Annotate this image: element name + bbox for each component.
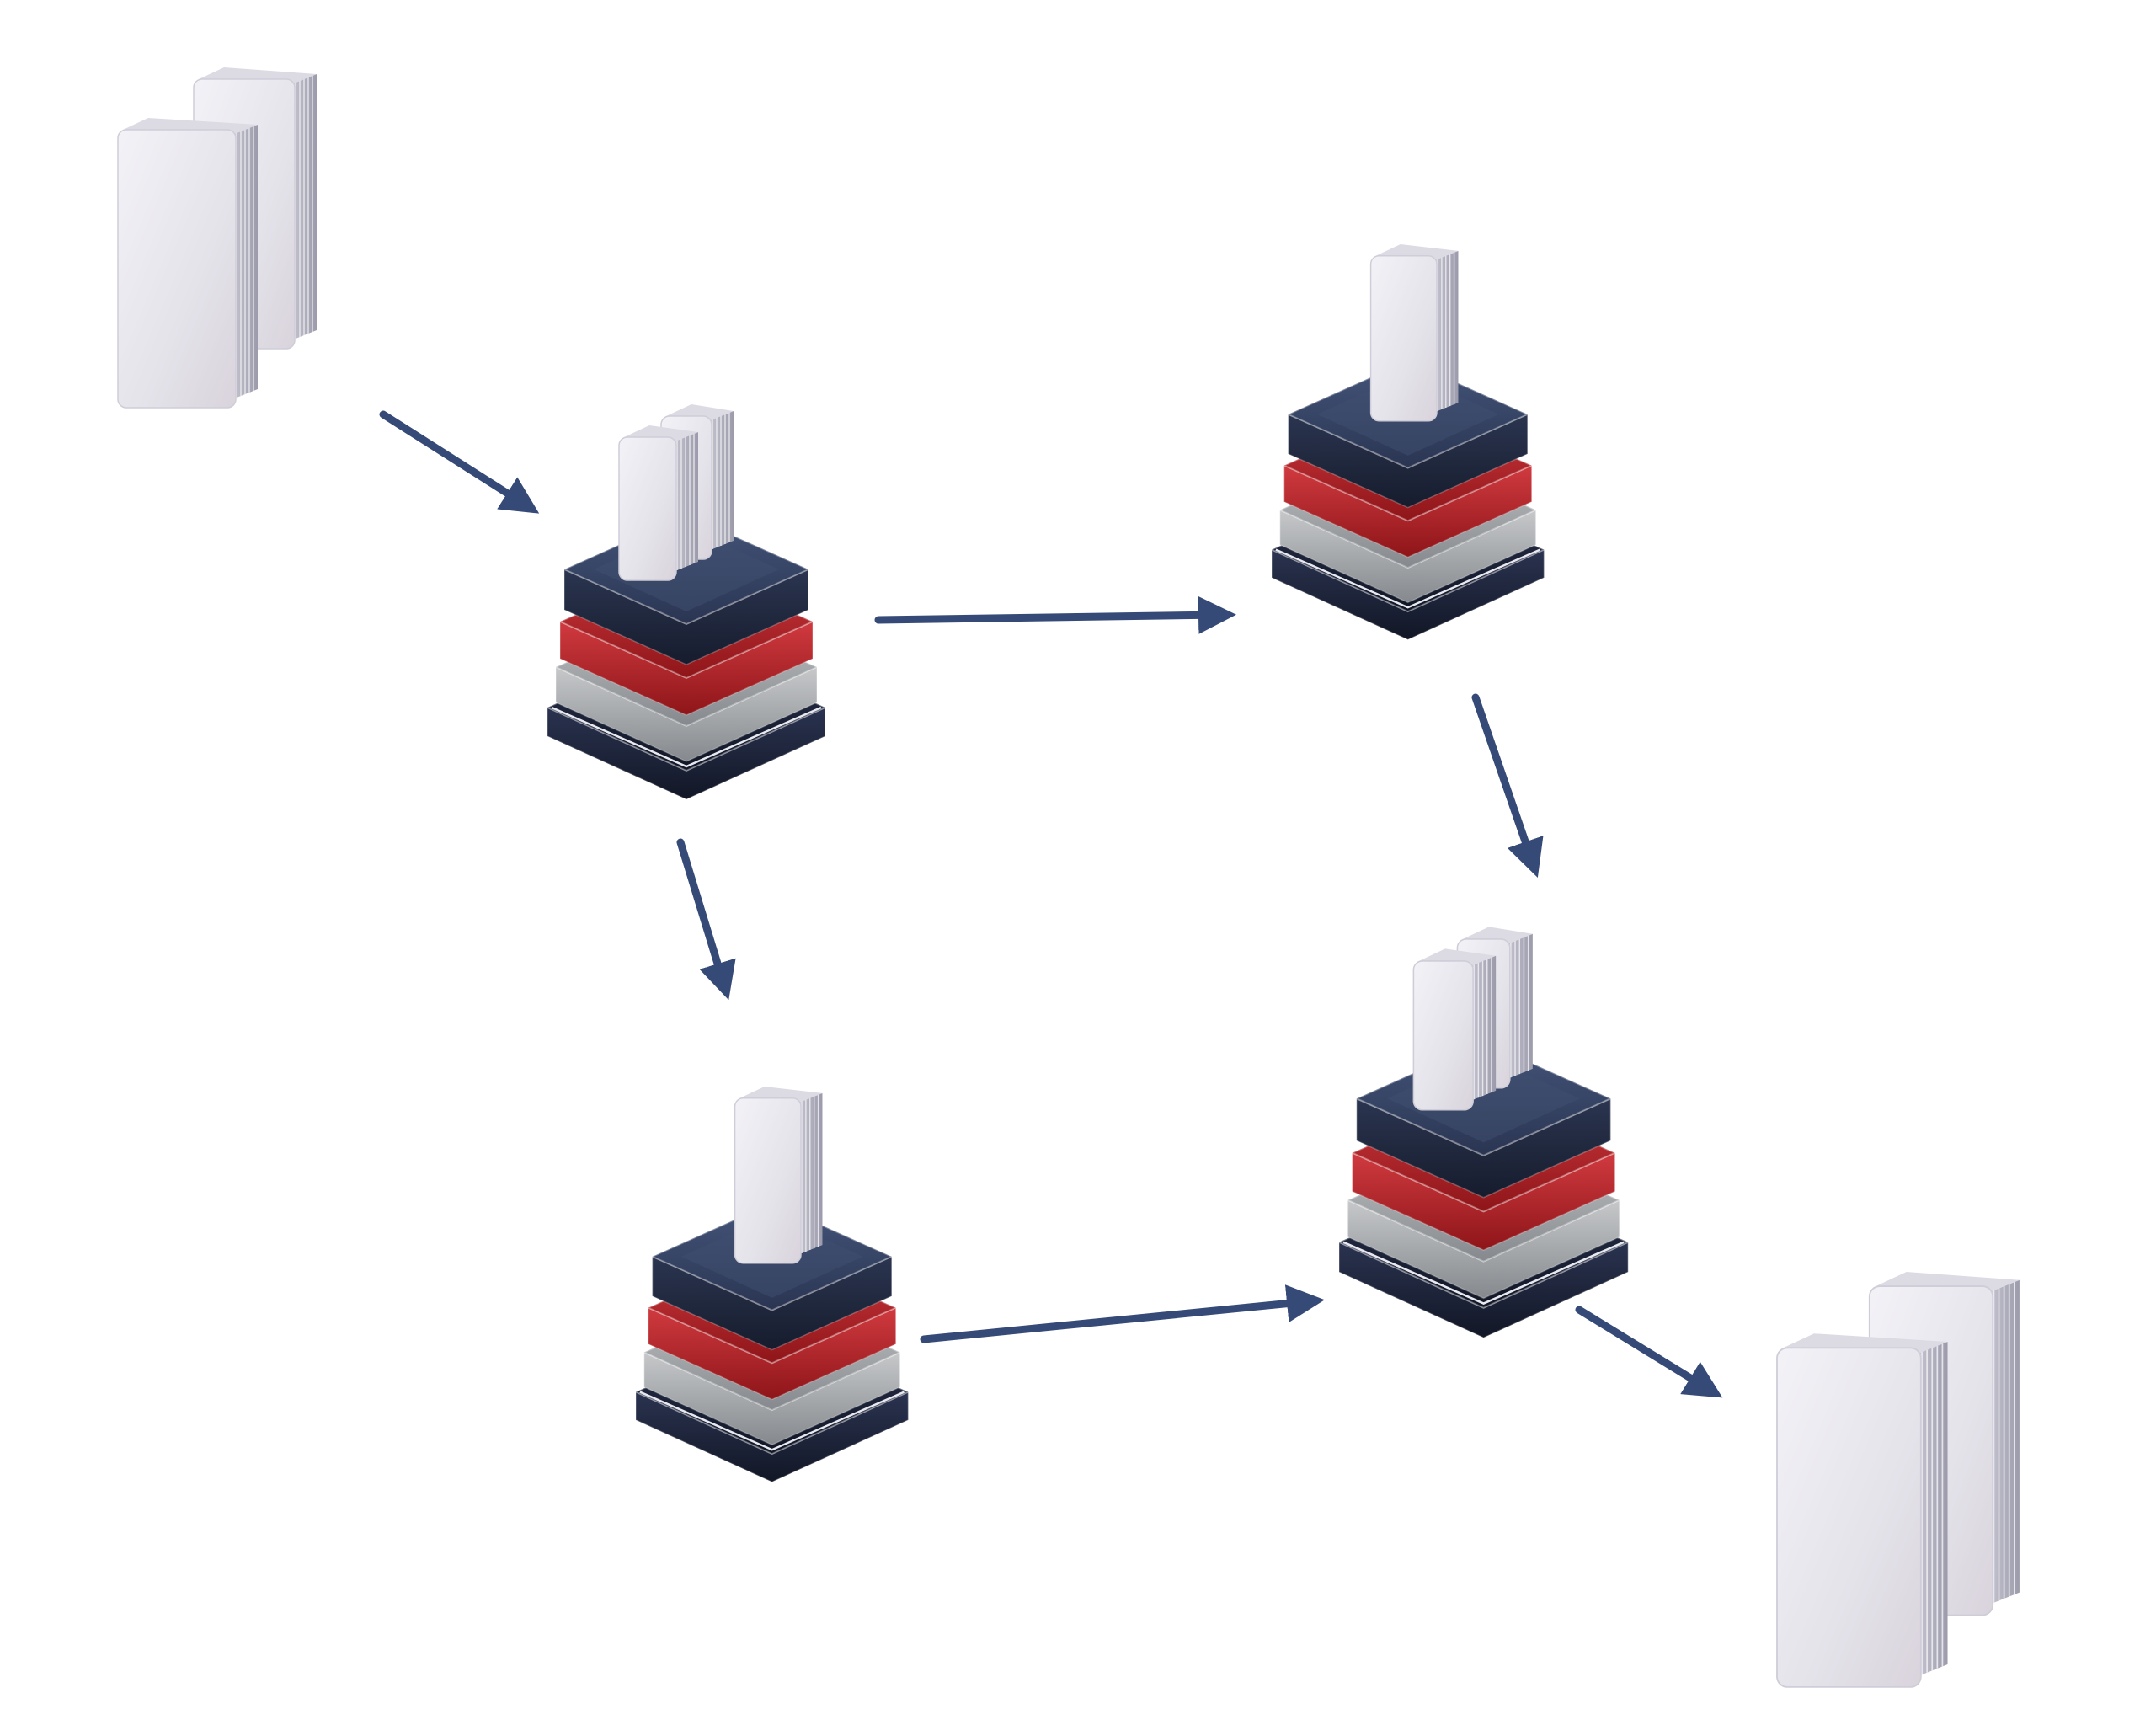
- processing-stack-3: [635, 1087, 910, 1483]
- document-stack-icon: [1776, 1272, 2020, 1688]
- arrow-processing-stack-2-to-processing-stack-4: [1471, 693, 1544, 879]
- top-folder-front: [618, 425, 698, 581]
- top-folder: [1369, 244, 1459, 422]
- source-documents: [117, 67, 317, 409]
- arrow-processing-stack-1-to-processing-stack-3: [676, 838, 736, 1001]
- arrow-source-documents-to-processing-stack-1: [379, 410, 540, 514]
- output-documents: [1776, 1272, 2020, 1688]
- layered-server-stack-icon: [547, 404, 826, 800]
- layered-server-stack-icon: [635, 1087, 910, 1483]
- processing-stack-2: [1271, 244, 1545, 641]
- layered-server-stack-icon: [1271, 244, 1545, 641]
- nodes-layer: [117, 67, 2020, 1688]
- layered-server-stack-icon: [1337, 927, 1630, 1338]
- arrow-processing-stack-3-to-processing-stack-4: [920, 1284, 1325, 1343]
- arrow-processing-stack-4-to-output-documents: [1575, 1306, 1723, 1398]
- document-stack-icon: [117, 67, 317, 409]
- top-folder: [734, 1087, 823, 1264]
- document-front: [117, 118, 258, 409]
- top-folder-front: [1412, 948, 1497, 1111]
- processing-stack-1: [547, 404, 826, 800]
- processing-stack-4: [1337, 927, 1630, 1338]
- arrow-processing-stack-1-to-processing-stack-2: [874, 595, 1236, 634]
- edges-layer: [379, 410, 1723, 1398]
- document-front: [1776, 1333, 1948, 1688]
